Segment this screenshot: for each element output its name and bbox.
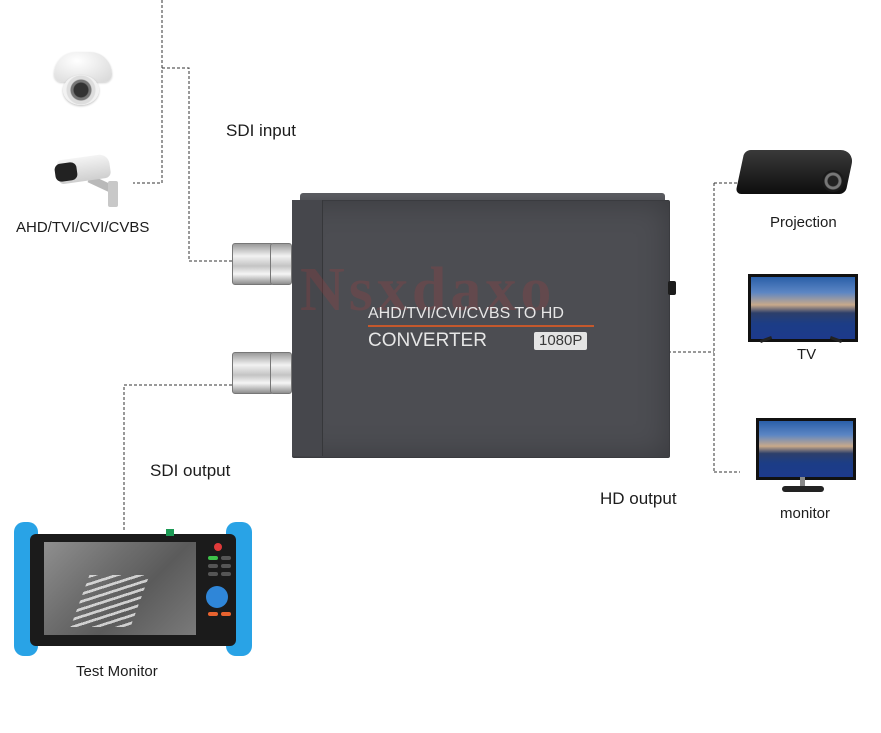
- key-icon: [208, 556, 218, 560]
- key-icon: [221, 564, 231, 568]
- projection-label: Projection: [770, 214, 837, 231]
- key-icon: [208, 572, 218, 576]
- key-icon: [221, 612, 231, 616]
- monitor-stand: [800, 477, 805, 487]
- camera-types-label: AHD/TVI/CVI/CVBS: [16, 219, 150, 236]
- watermark: Nsxdaxo: [300, 256, 556, 324]
- projector-lens-icon: [822, 170, 844, 192]
- camera-bus-line: [133, 0, 163, 184]
- converter-title-line1: AHD/TVI/CVI/CVBS TO HD: [368, 305, 564, 322]
- key-icon: [208, 612, 218, 616]
- test-monitor-antenna-icon: [166, 529, 174, 536]
- bnc-output-connector-icon: [232, 352, 292, 394]
- dome-to-bus-line: [162, 67, 232, 262]
- bnc-input-connector-icon: [232, 243, 292, 285]
- key-icon: [221, 556, 231, 560]
- hd-output-label: HD output: [600, 489, 677, 508]
- key-icon: [221, 572, 231, 576]
- converter-title-line2: CONVERTER: [368, 330, 487, 351]
- power-button-icon: [214, 543, 222, 551]
- test-monitor-label: Test Monitor: [76, 663, 158, 680]
- monitor-base: [782, 486, 824, 492]
- monitor-icon: [756, 418, 856, 480]
- resolution-badge: 1080P: [534, 332, 588, 350]
- dome-camera-lens-icon: [63, 75, 99, 105]
- key-icon: [208, 564, 218, 568]
- hd-output-port-icon: [668, 281, 676, 295]
- tv-label: TV: [797, 346, 817, 363]
- sdi-output-line: [123, 384, 232, 532]
- converter-side-panel: [292, 200, 323, 456]
- monitor-label: monitor: [780, 505, 831, 522]
- converter-title-underline: [368, 325, 594, 327]
- dpad-icon: [206, 586, 228, 608]
- bullet-camera-mount: [108, 181, 118, 207]
- bullet-camera-lens-icon: [53, 161, 79, 183]
- sdi-output-label: SDI output: [150, 461, 231, 480]
- converter-box: [292, 200, 670, 458]
- tv-icon: [748, 274, 858, 342]
- sdi-input-label: SDI input: [226, 121, 296, 140]
